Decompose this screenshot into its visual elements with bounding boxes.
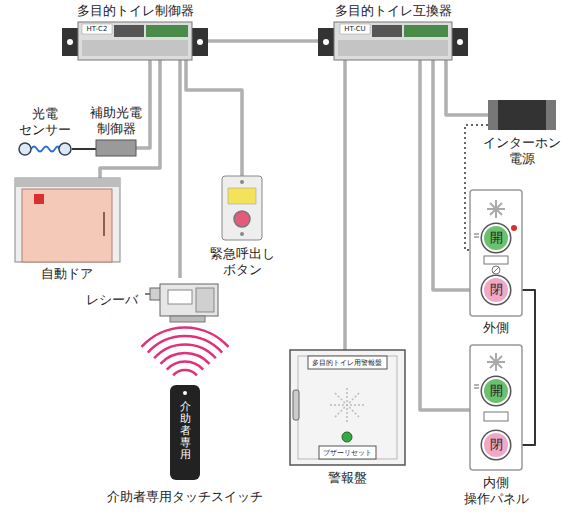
close-button: 閉 bbox=[482, 276, 510, 304]
wire bbox=[433, 60, 470, 290]
device-label: インターホン 電源 bbox=[478, 135, 566, 166]
interface-unit: 多目的トイレ互換器HT-CU bbox=[318, 22, 468, 60]
device-label: 介助者専用タッチスイッチ bbox=[99, 489, 271, 505]
device-label: 緊急呼出し ボタン bbox=[204, 246, 280, 277]
alarm-panel: 多目的トイレ用警報盤ブザーリセット警報盤 bbox=[290, 350, 405, 465]
reset-label: ブザーリセット bbox=[319, 448, 375, 456]
wire bbox=[186, 60, 242, 176]
auto-door-drawing bbox=[15, 178, 120, 262]
button-label: 開 bbox=[484, 383, 508, 399]
control-unit-drawing bbox=[62, 22, 208, 60]
wire bbox=[343, 60, 347, 350]
inner-panel-drawing bbox=[470, 345, 522, 470]
intercom-power-drawing bbox=[488, 100, 556, 130]
panel-label: 内側 操作パネル bbox=[459, 475, 533, 506]
open-button: 開 bbox=[482, 224, 510, 252]
open-button: 開 bbox=[482, 377, 510, 405]
wire bbox=[420, 60, 470, 410]
button-label: 閉 bbox=[484, 282, 508, 298]
radio-waves bbox=[142, 328, 229, 376]
auto-door: 自動ドア bbox=[15, 178, 120, 262]
device-label: 自動ドア bbox=[22, 266, 112, 282]
device-title: 多目的トイレ互換器 bbox=[323, 3, 463, 19]
device-label: 警報盤 bbox=[307, 470, 387, 486]
control-unit: 多目的トイレ制御器HT-C2 bbox=[62, 22, 208, 60]
wave-arc bbox=[173, 370, 197, 375]
outer-panel: 外側開閉 bbox=[470, 190, 522, 316]
receiver: レシーバ bbox=[145, 278, 218, 322]
switch-marking: 介助者専用 bbox=[180, 401, 191, 461]
touch-switch-drawing bbox=[170, 385, 200, 480]
photo-sensor: 光電 センサー bbox=[18, 141, 72, 157]
wave-arc bbox=[160, 353, 209, 364]
wire bbox=[72, 148, 96, 150]
alarm-panel-drawing bbox=[290, 350, 405, 465]
wire bbox=[446, 60, 488, 115]
button-label: 閉 bbox=[484, 437, 508, 453]
device-label: 補助光電 制御器 bbox=[85, 105, 147, 136]
model-number: HT-C2 bbox=[82, 25, 112, 33]
device-label: 光電 センサー bbox=[16, 106, 74, 137]
intercom-power: インターホン 電源 bbox=[488, 100, 556, 130]
sensor-controller: 補助光電 制御器 bbox=[96, 140, 136, 156]
button-label: 開 bbox=[484, 230, 508, 246]
call-button-drawing bbox=[222, 176, 262, 240]
receiver-drawing bbox=[145, 284, 218, 322]
interface-unit-drawing bbox=[318, 22, 468, 60]
inner-panel: 内側 操作パネル開閉 bbox=[470, 345, 522, 470]
model-number: HT-CU bbox=[340, 25, 370, 33]
wire bbox=[208, 39, 318, 43]
call-button: 緊急呼出し ボタン bbox=[222, 176, 262, 240]
panel-label: 外側 bbox=[476, 320, 516, 336]
wire bbox=[136, 60, 150, 148]
wave-arc bbox=[167, 362, 203, 370]
device-label: レシーバ bbox=[83, 292, 141, 308]
wave-arc bbox=[148, 336, 222, 353]
wave-arc bbox=[154, 344, 216, 358]
photo-sensor-drawing bbox=[19, 143, 71, 155]
outer-panel-drawing bbox=[470, 190, 522, 316]
device-title: 多目的トイレ制御器 bbox=[65, 3, 205, 19]
wire bbox=[178, 60, 182, 278]
panel-title: 多目的トイレ用警報盤 bbox=[308, 358, 386, 366]
touch-switch: 介助者専用介助者専用タッチスイッチ bbox=[170, 385, 200, 480]
wave-arc bbox=[142, 328, 229, 347]
close-button: 閉 bbox=[482, 431, 510, 459]
sensor-controller-drawing bbox=[96, 140, 136, 156]
